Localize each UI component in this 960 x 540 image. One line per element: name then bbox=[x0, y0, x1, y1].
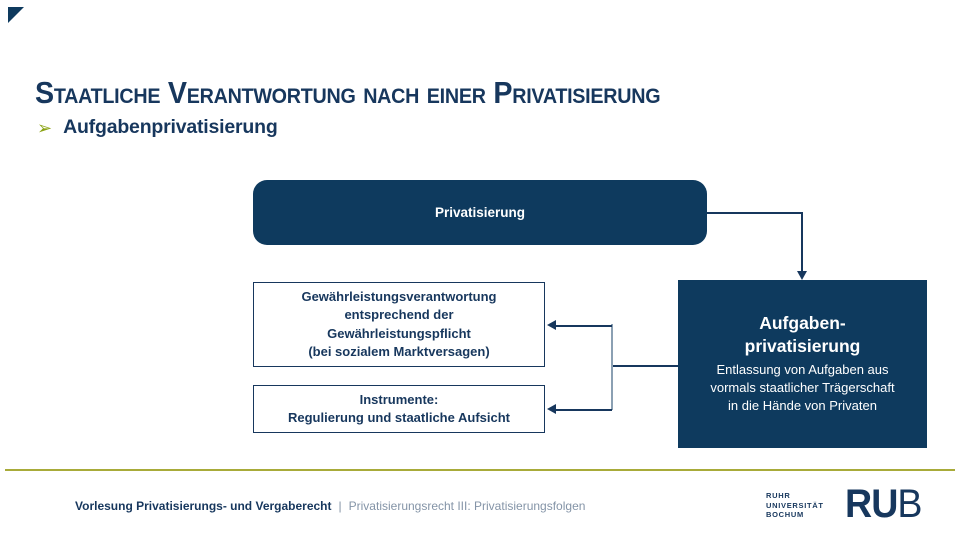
footer-text: Vorlesung Privatisierungs- und Vergabere… bbox=[75, 499, 585, 513]
aufgaben-box-body-line1: Entlassung von Aufgaben aus bbox=[716, 361, 889, 377]
aufgaben-box-title-line2: privatisierung bbox=[744, 335, 861, 356]
gewaehrleistung-line2: entsprechend der bbox=[344, 307, 454, 323]
instrumente-line2: Regulierung und staatliche Aufsicht bbox=[288, 410, 510, 425]
connector-priv-horizontal bbox=[707, 212, 802, 214]
connector-branch-horizontal bbox=[613, 365, 678, 367]
arrow-down-icon bbox=[796, 271, 807, 280]
footer-divider-rule bbox=[5, 469, 955, 471]
instrumente-line1: Instrumente: bbox=[359, 391, 439, 407]
gewaehrleistung-line3: Gewährleistungspflicht bbox=[327, 325, 471, 341]
rub-wordmark-bold: RU bbox=[845, 482, 898, 526]
connector-branch-vertical bbox=[611, 324, 614, 410]
bullet-row: ➢ Aufgabenprivatisierung bbox=[37, 116, 278, 139]
aufgaben-box-body-line2: vormals staatlicher Trägerschaft bbox=[710, 380, 895, 396]
gewaehrleistung-line4: (bei sozialem Marktversagen) bbox=[308, 343, 490, 359]
connector-priv-vertical bbox=[801, 212, 803, 272]
aufgaben-box-title-line1: Aufgaben- bbox=[759, 313, 846, 334]
rub-logo-line1: RUHR bbox=[766, 491, 791, 500]
aufgabenprivatisierung-box: Aufgaben- privatisierung Entlassung von … bbox=[678, 280, 927, 448]
arrow-left-icon-top bbox=[547, 320, 556, 330]
rub-wordmark-light: B bbox=[897, 482, 922, 526]
rub-wordmark-logo: RUB bbox=[845, 482, 923, 526]
footer-chapter-title: Privatisierungsrecht III: Privatisierung… bbox=[348, 499, 586, 513]
rub-logo-line3: BOCHUM bbox=[766, 510, 804, 520]
instrumente-box: Instrumente: Regulierung und staatliche … bbox=[253, 385, 545, 433]
footer-separator: | bbox=[338, 499, 342, 513]
footer-course-title: Vorlesung Privatisierungs- und Vergabere… bbox=[75, 499, 332, 513]
slide-title: Staatliche Verantwortung nach einer Priv… bbox=[35, 76, 661, 110]
privatisierung-box-label: Privatisierung bbox=[434, 205, 526, 220]
gewaehrleistung-box: Gewährleistungsverantwortung entsprechen… bbox=[253, 282, 545, 367]
bullet-label: Aufgabenprivatisierung bbox=[63, 116, 278, 138]
arrow-left-icon-bottom bbox=[547, 404, 556, 414]
rub-logo-text: RUHR UNIVERSITÄT BOCHUM bbox=[766, 491, 824, 520]
connector-to-instrumente bbox=[555, 409, 612, 411]
aufgaben-box-body-line3: in die Hände von Privaten bbox=[728, 398, 877, 414]
corner-triangle-decoration bbox=[8, 7, 24, 23]
bullet-arrow-icon: ➢ bbox=[37, 117, 53, 138]
rub-logo-line2: UNIVERSITÄT bbox=[766, 500, 824, 510]
connector-to-gewaehrleistung bbox=[555, 325, 612, 327]
gewaehrleistung-line1: Gewährleistungsverantwortung bbox=[301, 288, 497, 304]
privatisierung-box: Privatisierung bbox=[253, 180, 707, 245]
